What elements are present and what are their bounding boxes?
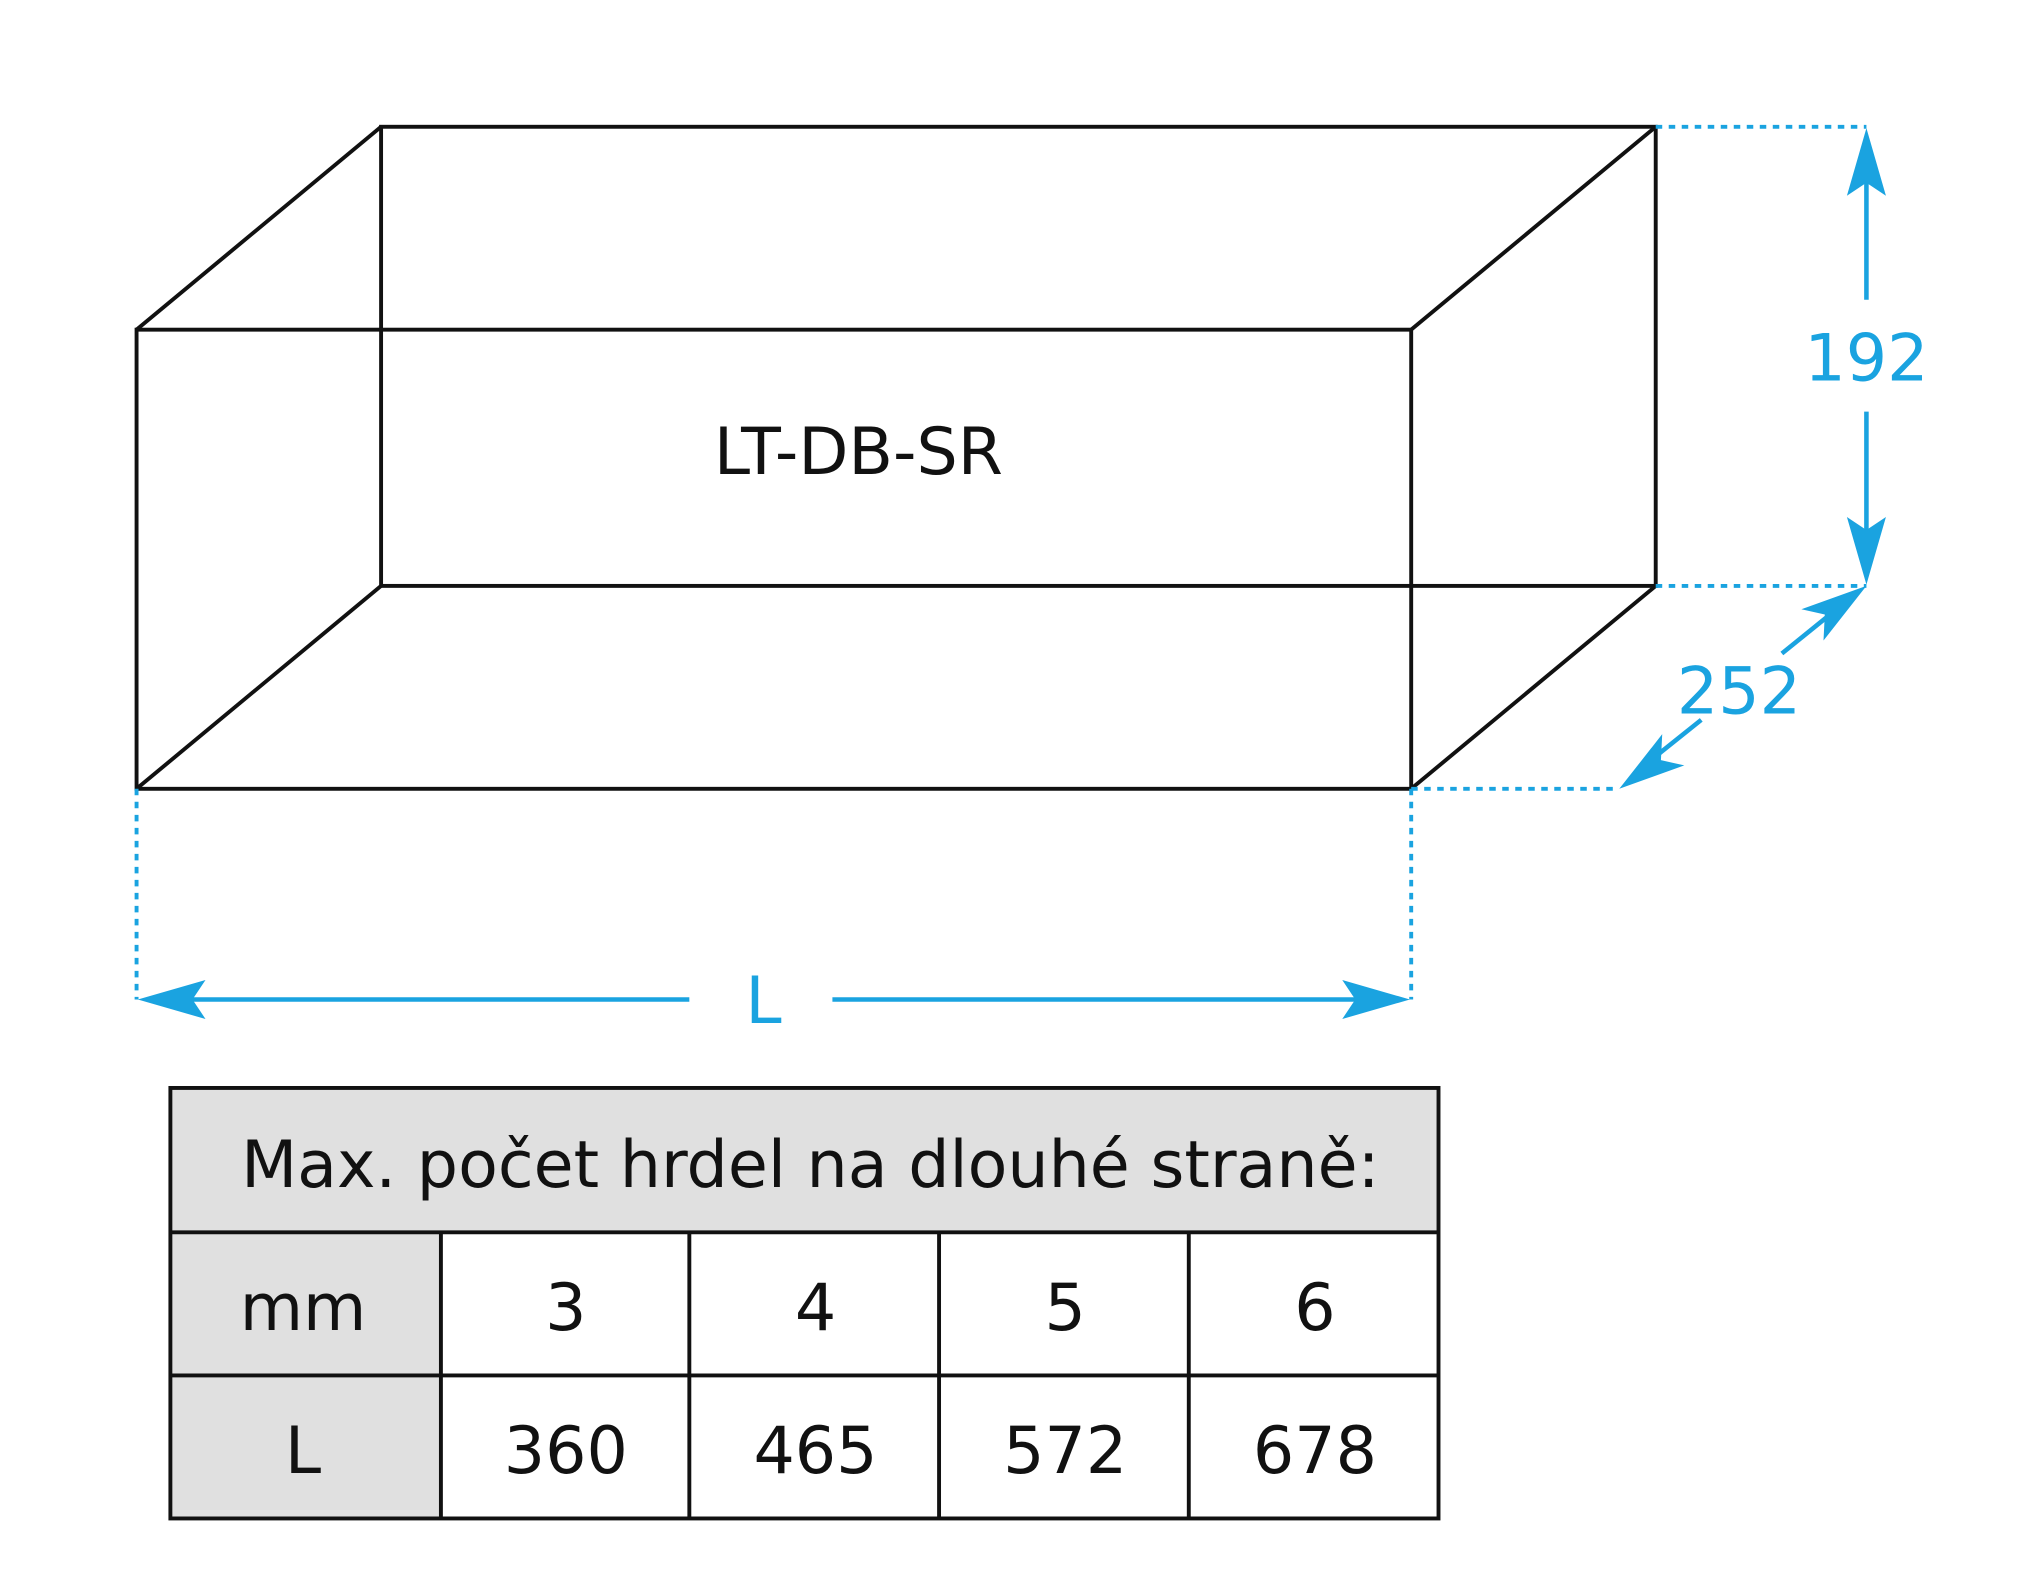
row-label-l: L xyxy=(285,1414,321,1489)
product-label: LT-DB-SR xyxy=(714,415,1003,490)
depth-dimension xyxy=(1411,585,1867,791)
table-cell: 4 xyxy=(795,1271,836,1346)
row-label-mm: mm xyxy=(240,1271,367,1346)
table-title: Max. počet hrdel na dlouhé straně: xyxy=(241,1128,1379,1203)
sockets-table xyxy=(168,1085,1441,1521)
table-cell: 5 xyxy=(1045,1271,1086,1346)
table-cell: 360 xyxy=(504,1414,628,1489)
box-wireframe xyxy=(134,124,1658,791)
table-cell: 678 xyxy=(1253,1414,1377,1489)
table-cell: 3 xyxy=(545,1271,586,1346)
length-dimension xyxy=(134,788,1414,1020)
table-cell: 465 xyxy=(753,1414,877,1489)
table-cell: 572 xyxy=(1003,1414,1127,1489)
height-dimension xyxy=(1655,124,1886,588)
table-cell: 6 xyxy=(1294,1271,1335,1346)
height-value: 192 xyxy=(1804,321,1928,396)
depth-value: 252 xyxy=(1677,654,1801,729)
length-value: L xyxy=(745,964,781,1039)
